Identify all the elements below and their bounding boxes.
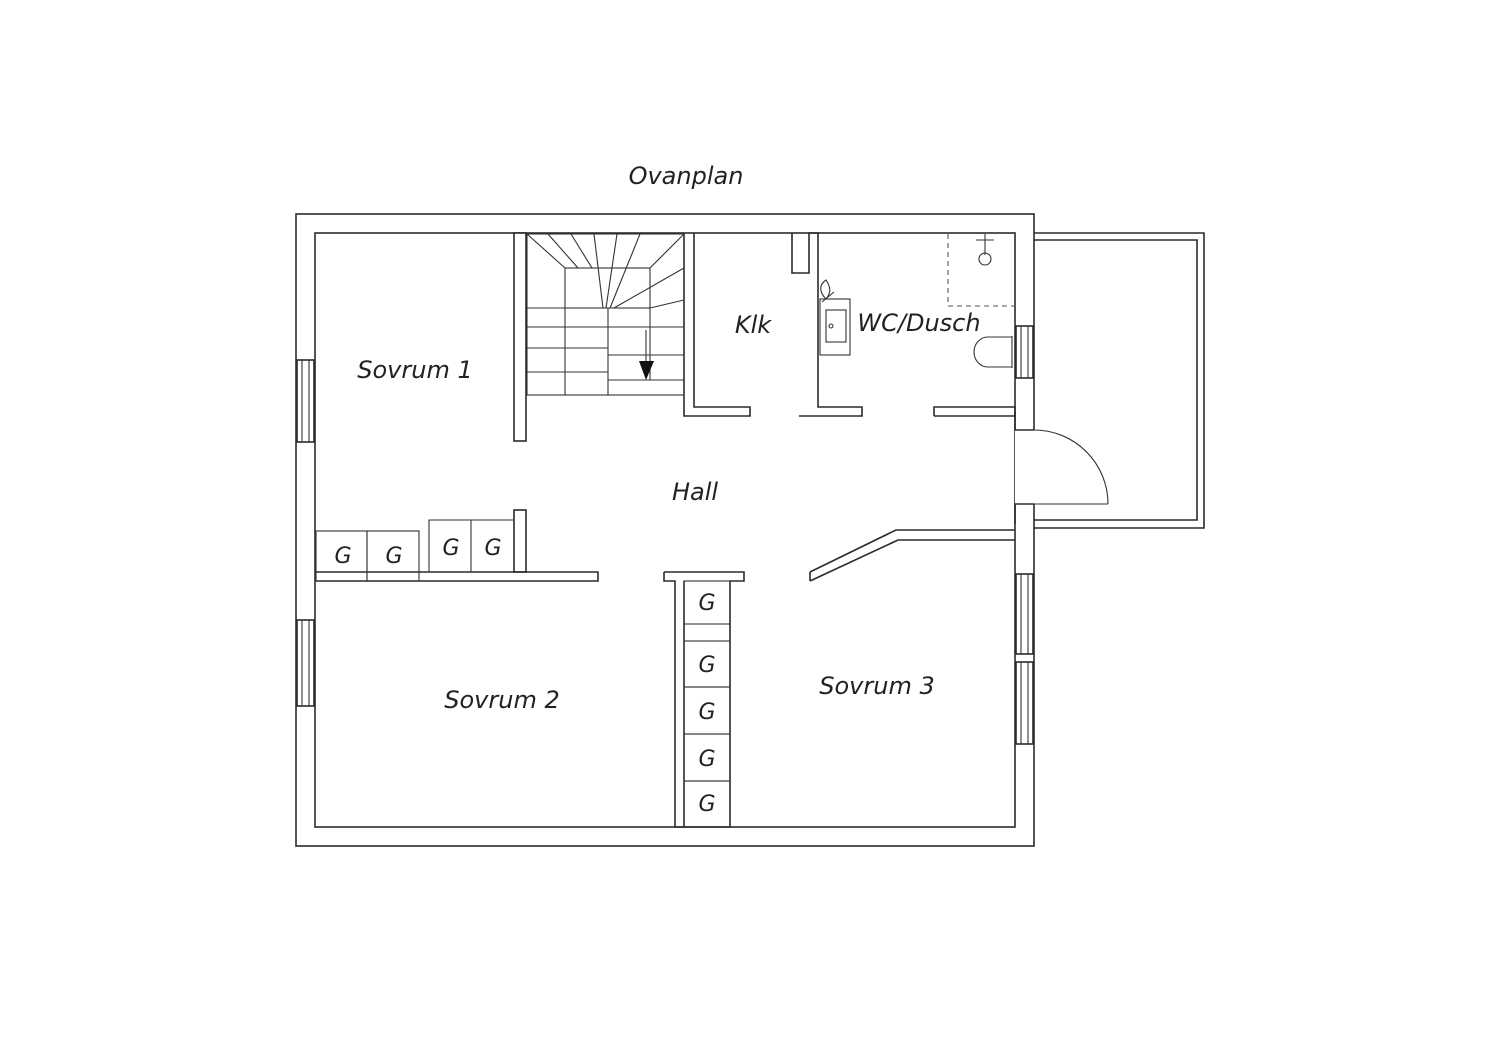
closet-label: G [698, 653, 715, 678]
window-sovrum3-lower [1015, 661, 1034, 745]
closet-label: G [698, 700, 715, 725]
closet-label: G [385, 544, 402, 569]
wardrobes-center [683, 580, 731, 828]
closet-label: G [442, 536, 459, 561]
windows [296, 325, 1034, 745]
sink-icon [819, 279, 851, 356]
closet-labels: G G G G G G G G G [334, 536, 715, 817]
window-sovrum2 [296, 619, 315, 707]
closet-label: G [698, 792, 715, 817]
balcony [1034, 232, 1205, 529]
staircase [526, 233, 685, 396]
room-labels: Sovrum 1 Hall Klk WC/Dusch Sovrum 2 Sovr… [357, 309, 980, 714]
closet-label: G [698, 747, 715, 772]
room-label-sovrum1: Sovrum 1 [357, 356, 472, 384]
room-label-wc: WC/Dusch [857, 309, 980, 337]
window-wc [1015, 325, 1034, 379]
closet-label: G [698, 591, 715, 616]
room-label-sovrum2: Sovrum 2 [444, 686, 559, 714]
room-label-sovrum3: Sovrum 3 [819, 672, 934, 700]
bathroom-fixtures [819, 234, 1014, 368]
balcony-door [1014, 412, 1109, 524]
plan-title: Ovanplan [629, 162, 744, 190]
window-sovrum1 [296, 359, 315, 443]
wardrobes-left [315, 519, 514, 582]
window-sovrum3-upper [1015, 573, 1034, 655]
stair-arrow-icon [639, 361, 654, 380]
room-label-klk: Klk [735, 311, 772, 339]
room-label-hall: Hall [672, 478, 718, 506]
closet-label: G [484, 536, 501, 561]
shower-icon [976, 234, 994, 266]
toilet-icon [973, 336, 1013, 368]
closet-label: G [334, 544, 351, 569]
